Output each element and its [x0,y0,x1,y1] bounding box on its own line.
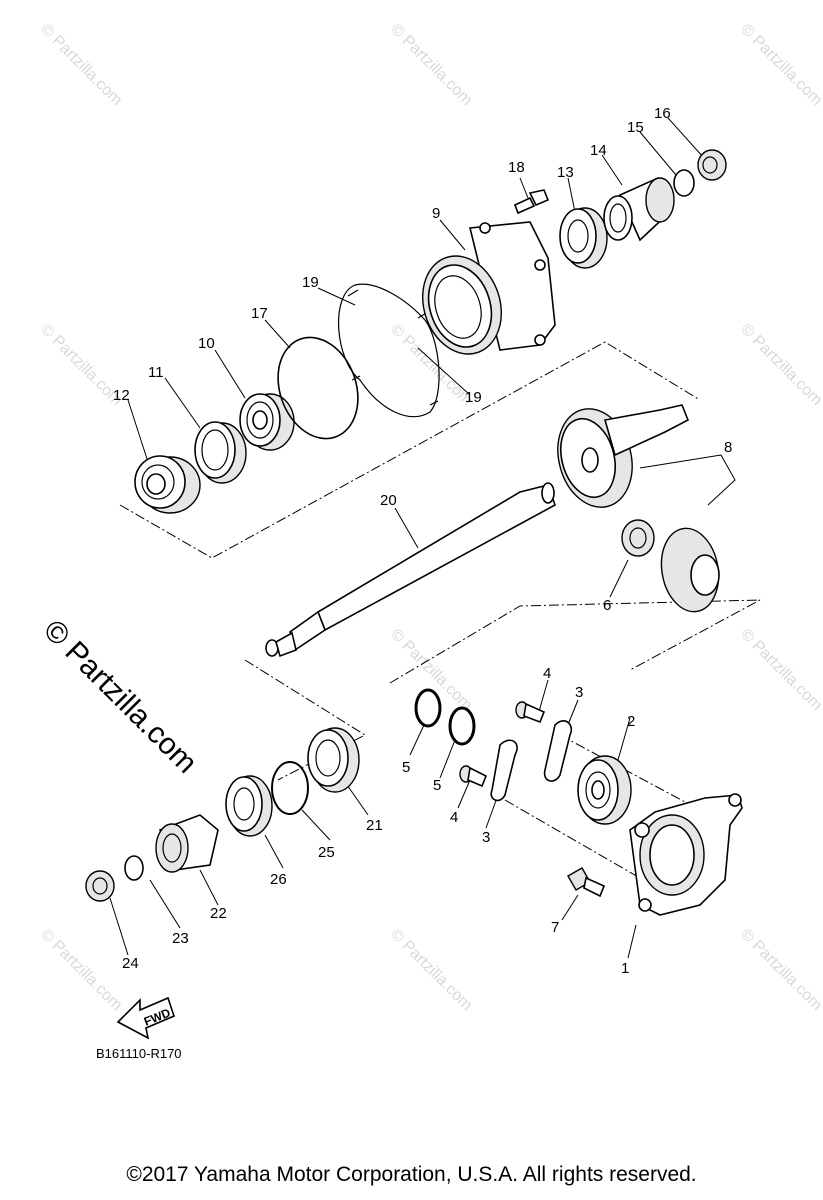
watermark: © Partzilla.com [387,626,475,714]
part-4-bolt [515,701,546,724]
callout-label: 16 [654,105,671,122]
callout-label: 21 [366,817,383,834]
callout-label: 11 [148,364,164,381]
callout-label: 23 [172,930,189,947]
watermark: © Partzilla.com [37,21,125,109]
part-8-pinion-gear [660,527,720,613]
part-5-shim [448,706,476,746]
callout-label: 14 [590,142,607,159]
part-21-bearing [307,727,360,793]
part-11-needle-bearing [194,421,247,484]
part-25-circlip [271,761,309,815]
watermark-large: © Partzilla.com [37,614,203,780]
callout-labels: 1 2 3 3 4 4 5 5 6 7 8 9 10 11 12 13 14 1… [113,105,732,977]
callout-label: 15 [627,119,644,136]
copyright-notice: ©2017 Yamaha Motor Corporation, U.S.A. A… [126,1163,697,1186]
watermark: © Partzilla.com [737,926,823,1014]
part-18-bolt [513,189,550,215]
part-16-nut [697,149,727,181]
watermark: © Partzilla.com [737,321,823,409]
callout-label: 20 [380,492,397,509]
part-12-bearing [134,455,201,514]
part-5-shim [414,688,442,728]
part-9-housing [421,221,556,355]
part-3-retainer [490,739,518,802]
watermark: © Partzilla.com [737,21,823,109]
callout-label: 9 [432,205,440,222]
callout-label: 10 [198,335,215,352]
diagram-reference: B161110-R170 [96,1046,182,1061]
part-14-coupling [603,176,675,242]
part-2-bearing [577,755,632,825]
callout-label: 4 [543,665,551,682]
callout-label: 24 [122,955,139,972]
callout-label: 5 [433,777,441,794]
callout-label: 4 [450,809,458,826]
part-17-o-ring [277,336,359,440]
callout-label: 26 [270,871,287,888]
callout-label: 7 [551,919,559,936]
watermark: © Partzilla.com [737,626,823,714]
watermark: © Partzilla.com [387,926,475,1014]
part-4-bolt [459,765,488,788]
callout-label: 22 [210,905,227,922]
callout-label: 1 [621,960,629,977]
callout-label: 3 [575,684,583,701]
assembly-guide-lines [119,341,761,879]
callout-label: 19 [465,389,482,406]
part-22-coupling [155,814,219,873]
part-8-ring-gear [557,404,690,508]
part-15-washer [673,169,695,197]
callout-label: 3 [482,829,490,846]
callout-label: 18 [508,159,525,176]
part-7-bolt [567,867,606,898]
callout-label: 5 [402,759,410,776]
watermark: © Partzilla.com [387,21,475,109]
part-1-bearing-case [629,793,743,916]
callout-label: 19 [302,274,319,291]
part-23-washer [124,855,144,881]
callout-label: 17 [251,305,268,322]
callout-label: 12 [113,387,130,404]
part-19-gaskets [338,283,440,418]
callout-label: 2 [627,713,635,730]
part-20-drive-shaft [265,482,556,658]
leader-lines [109,117,736,959]
part-13-oil-seal [559,207,608,269]
callout-label: 25 [318,844,335,861]
callout-label: 13 [557,164,574,181]
part-6-nut [621,519,655,557]
part-24-nut [85,870,115,902]
part-3-retainer [543,720,573,782]
callout-label: 8 [724,439,732,456]
part-10-bearing [239,393,295,451]
fwd-arrow-icon: FWD [116,996,175,1040]
part-26-oil-seal [225,775,273,837]
callout-label: 6 [603,597,611,614]
watermark: © Partzilla.com [37,926,125,1014]
